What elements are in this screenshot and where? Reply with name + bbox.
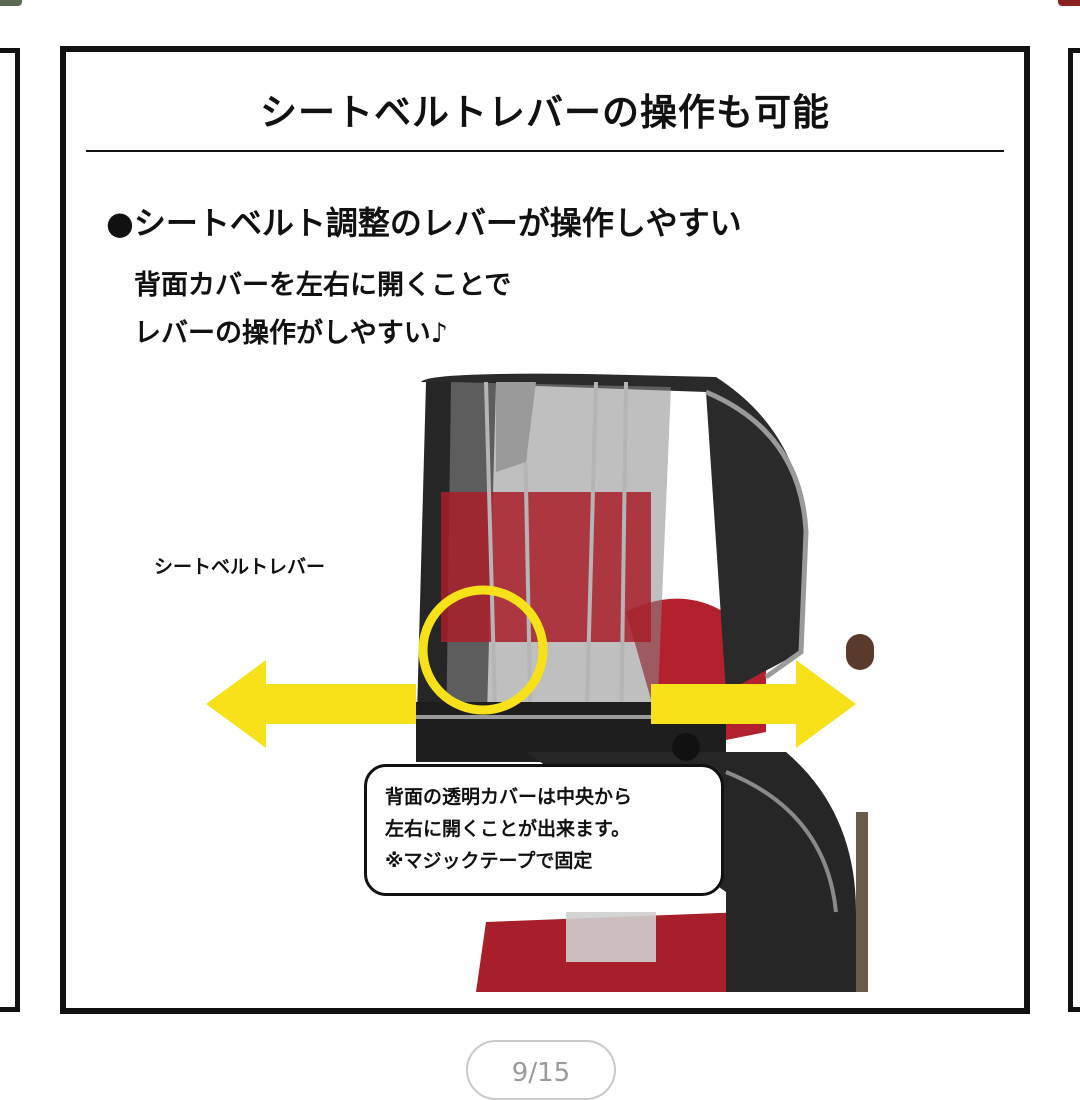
slide-title: シートベルトレバーの操作も可能 bbox=[260, 91, 830, 134]
callout-line: 左右に開くことが出来ます。 bbox=[385, 818, 631, 840]
prev-slide-card[interactable] bbox=[0, 48, 20, 1012]
next-slide-card[interactable] bbox=[1068, 48, 1080, 1012]
feature-heading: ●シートベルト調整のレバーが操作しやすい bbox=[106, 204, 742, 242]
prev-slide-edge bbox=[0, 0, 22, 6]
page-indicator: 9/15 bbox=[466, 1040, 616, 1100]
title-divider bbox=[86, 150, 1004, 152]
description-line: レバーの操作がしやすい♪ bbox=[134, 318, 448, 349]
next-slide-edge bbox=[1058, 0, 1080, 6]
product-slide: シートベルトレバーの操作も可能 ●シートベルト調整のレバーが操作しやすい 背面カ… bbox=[60, 46, 1030, 1014]
feature-description: 背面カバーを左右に開くことで レバーの操作がしやすい♪ bbox=[134, 262, 511, 358]
callout-line: ※マジックテープで固定 bbox=[385, 850, 593, 872]
description-line: 背面カバーを左右に開くことで bbox=[134, 270, 512, 301]
callout-box: 背面の透明カバーは中央から 左右に開くことが出来ます。 ※マジックテープで固定 bbox=[364, 764, 724, 896]
seatbelt-lever-label: シートベルトレバー bbox=[154, 556, 326, 578]
product-photo bbox=[206, 373, 874, 992]
callout-line: 背面の透明カバーは中央から bbox=[385, 786, 633, 808]
